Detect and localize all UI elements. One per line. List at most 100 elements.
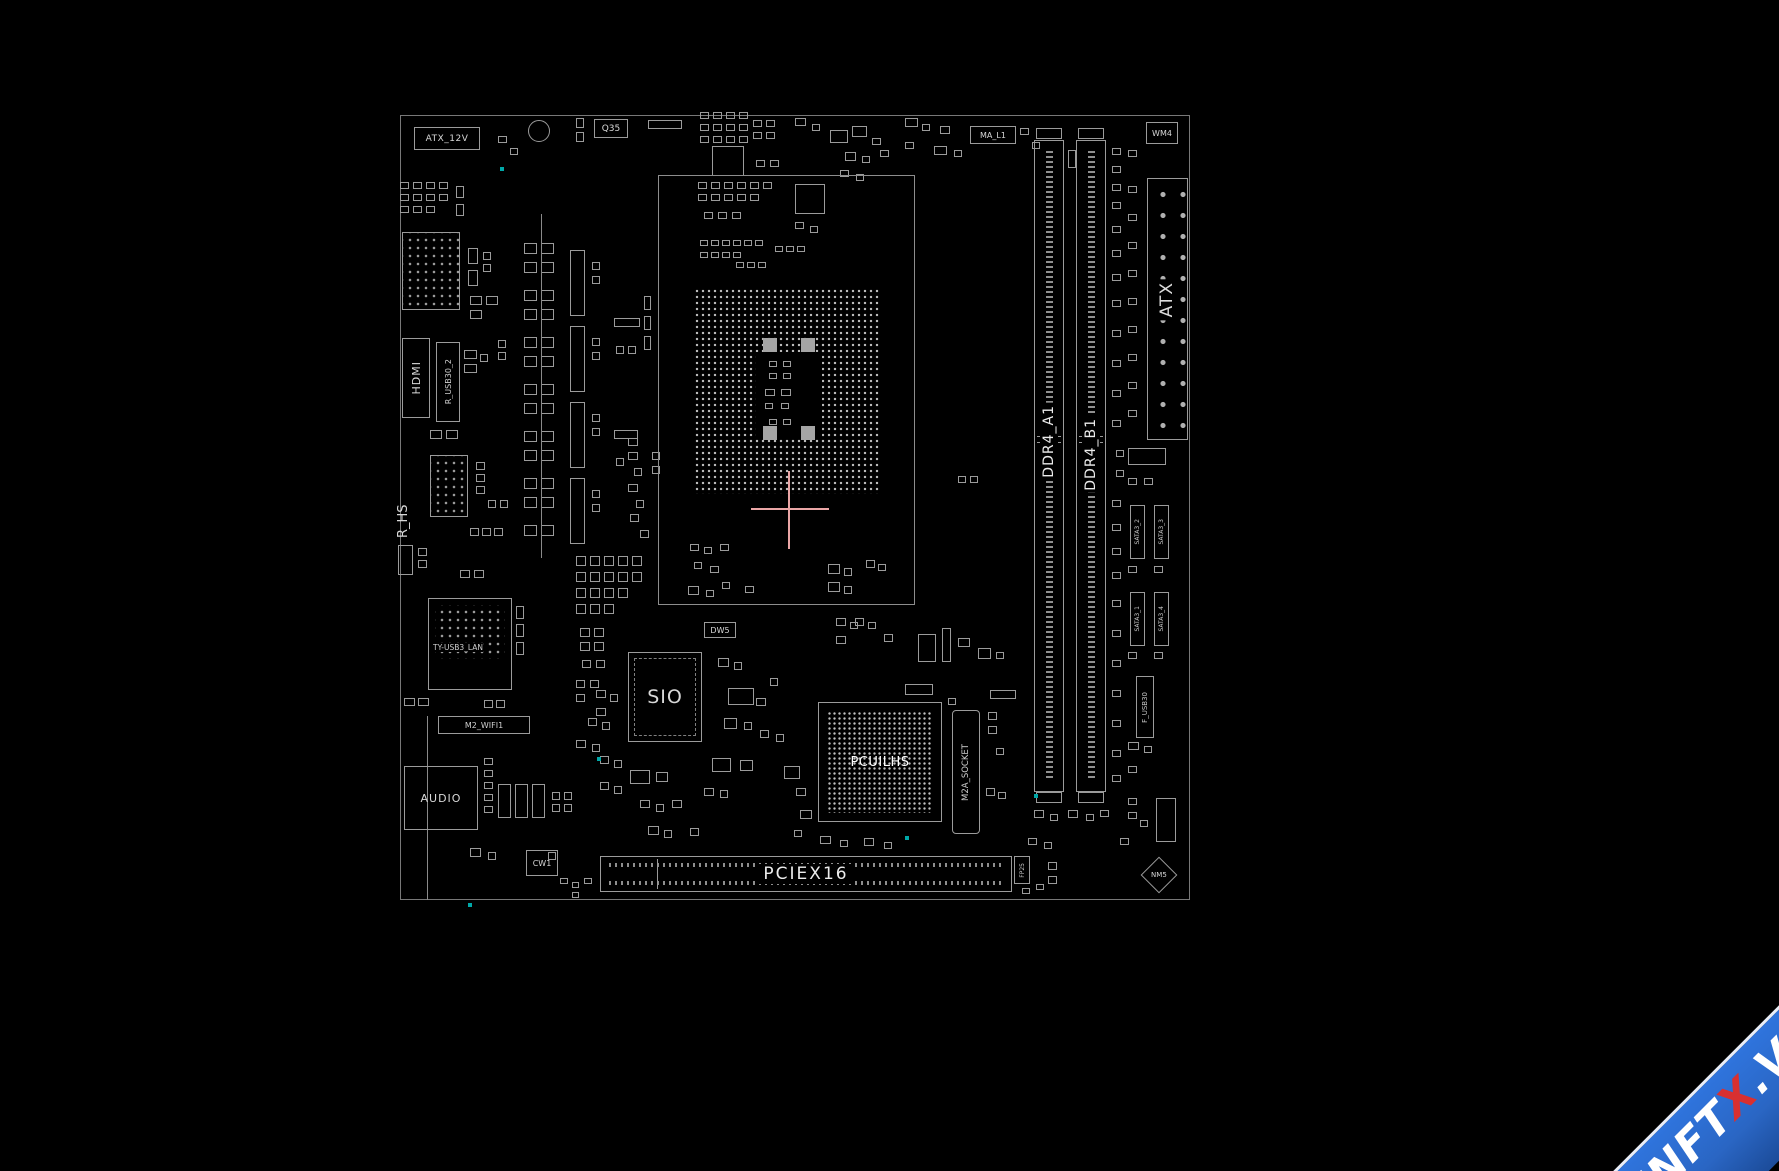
cw1-label: CW1 (532, 858, 552, 868)
component-outline (516, 624, 524, 637)
sata-connector: SATA3_2 (1130, 505, 1145, 559)
fiducial-dot (905, 836, 909, 840)
component-outline (845, 152, 856, 161)
component-outline (1112, 202, 1121, 209)
watermark-banner: HNFTX.VN (1557, 929, 1779, 1171)
fiducial-dot (597, 757, 601, 761)
component-outline (474, 570, 484, 578)
component-outline (1128, 742, 1139, 750)
m2a-socket-label: M2A_SOCKET (961, 743, 971, 801)
component-outline (484, 700, 493, 708)
component-outline (1112, 330, 1121, 337)
component-outline (769, 373, 777, 379)
component-outline (400, 206, 409, 213)
component-outline (592, 744, 600, 752)
component-outline (1128, 382, 1137, 389)
component-outline (614, 760, 622, 768)
component-outline (726, 136, 735, 143)
component-outline (1028, 838, 1037, 845)
component-outline (1154, 652, 1163, 659)
component-outline (524, 243, 537, 254)
component-outline (862, 156, 870, 163)
component-outline (1020, 128, 1029, 135)
front-usb30-label: F_USB30 (1141, 691, 1149, 723)
lan-connector: TY-USB3_LAN (428, 598, 512, 690)
audio-connector: AUDIO (404, 766, 478, 830)
component-outline (576, 604, 586, 614)
component-outline (706, 590, 714, 597)
component-outline (618, 572, 628, 582)
component-outline (644, 296, 651, 310)
component-outline (614, 430, 638, 439)
m2a-socket: M2A_SOCKET (952, 710, 980, 834)
component-outline (541, 337, 554, 348)
component-outline (783, 373, 791, 379)
component-outline (413, 206, 422, 213)
component-outline (1112, 360, 1121, 367)
component-outline (733, 252, 741, 258)
component-outline (524, 478, 537, 489)
component-outline (775, 246, 783, 252)
component-outline (1128, 354, 1137, 361)
component-outline (572, 882, 579, 888)
component-outline (724, 718, 737, 729)
front-usb30-header: F_USB30 (1136, 676, 1154, 738)
component-outline (688, 586, 699, 595)
hdmi-label: HDMI (409, 361, 423, 395)
component-outline (604, 572, 614, 582)
component-outline (602, 722, 610, 730)
component-outline (468, 248, 478, 264)
component-outline (439, 194, 448, 201)
component-outline (880, 150, 889, 157)
component-outline (1068, 150, 1076, 168)
component-outline (592, 490, 600, 498)
component-outline (1156, 798, 1176, 842)
component-outline (618, 588, 628, 598)
component-outline (1112, 690, 1121, 697)
component-outline (470, 528, 479, 536)
component-outline (820, 836, 831, 844)
component-outline (1044, 842, 1052, 849)
component-outline (590, 556, 600, 566)
component-outline (1112, 226, 1121, 233)
q35-component: Q35 (594, 119, 628, 138)
component-outline (1112, 660, 1121, 667)
component-outline (828, 564, 840, 574)
component-outline (872, 138, 881, 145)
component-outline (484, 806, 493, 813)
component-outline (988, 712, 997, 720)
dw5-label: DW5 (710, 625, 730, 635)
component-outline (922, 124, 930, 131)
component-outline (954, 150, 962, 157)
component-outline (844, 586, 852, 594)
component-outline (864, 838, 874, 846)
component-outline (724, 182, 733, 189)
component-outline (483, 252, 491, 260)
component-outline (996, 748, 1004, 755)
chipset: PCUILHS (818, 702, 942, 822)
component-outline (488, 852, 496, 860)
component-outline (576, 556, 586, 566)
component-outline (1112, 300, 1121, 307)
component-outline (918, 634, 936, 662)
component-outline (986, 788, 995, 796)
component-outline (1128, 326, 1137, 333)
component-outline (763, 182, 772, 189)
nm5-label: NM5 (1151, 870, 1167, 879)
component-outline (712, 146, 744, 176)
fp25-component: FP25 (1014, 856, 1030, 884)
fiducial-dot (468, 903, 472, 907)
component-outline (878, 564, 886, 571)
component-outline (402, 232, 460, 310)
component-outline (720, 790, 728, 798)
component-outline (498, 352, 506, 360)
component-outline (958, 476, 966, 483)
component-outline (604, 588, 614, 598)
component-outline (652, 466, 660, 474)
component-outline (541, 290, 554, 301)
component-outline (648, 826, 659, 835)
component-outline (770, 160, 779, 167)
component-outline (712, 758, 731, 772)
component-outline (610, 694, 618, 702)
component-outline (690, 544, 699, 551)
